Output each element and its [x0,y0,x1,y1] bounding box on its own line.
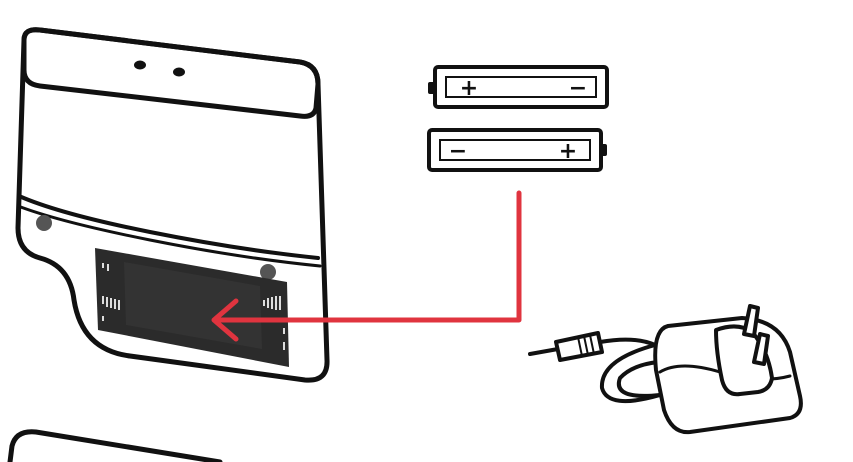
sensor-hole [134,60,146,70]
battery-2-right-sign: + [559,139,577,164]
power-adapter-icon [528,304,803,435]
battery-icon: − + [427,128,607,172]
battery-1-right-sign: − [569,76,587,101]
second-device-icon [7,429,223,462]
battery-2-left-sign: − [449,139,467,164]
arrow-icon [211,190,522,342]
screw-icon [260,264,276,280]
battery-1-left-sign: + [460,76,478,101]
screw-icon [36,215,52,231]
battery-icon: + − [428,65,609,109]
battery-compartment [95,248,289,367]
device-icon [15,27,330,383]
sensor-hole [173,67,185,77]
